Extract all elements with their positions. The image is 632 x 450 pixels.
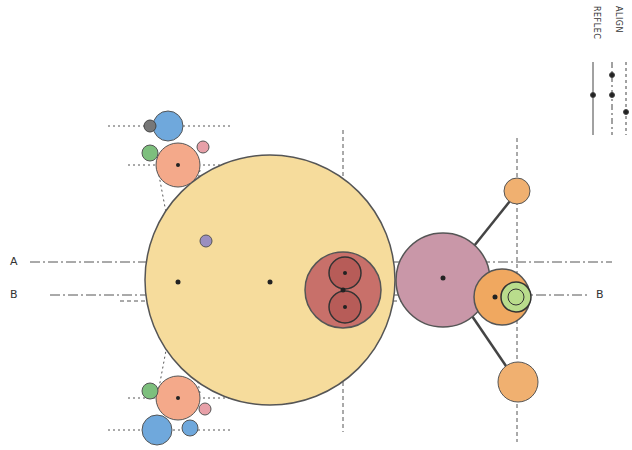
ear-dot [142, 383, 158, 399]
ear-circle [153, 111, 183, 141]
center-dot [176, 396, 180, 400]
legend-sample-line [593, 62, 594, 135]
hand-circle [504, 178, 530, 204]
axis-label: A [10, 256, 18, 267]
base-inner-circle [501, 282, 531, 312]
ear-dot [144, 120, 156, 132]
legend-sample-dot [610, 73, 615, 78]
legend-sample-dot [624, 110, 629, 115]
legend-text: REFLEC [592, 6, 600, 39]
torso-circle [396, 233, 490, 327]
dot-circle [200, 235, 212, 247]
axis-label: B [596, 289, 604, 300]
legend-sample-line [626, 62, 627, 135]
center-dot [343, 271, 347, 275]
center-dot [343, 305, 347, 309]
ear-dot [142, 145, 158, 161]
legend-sample-dot [591, 93, 596, 98]
center-dot [341, 288, 346, 293]
body-circle [145, 155, 395, 405]
center-dot [176, 163, 180, 167]
base-circle [474, 269, 530, 325]
arm-line [474, 201, 510, 246]
ear-dot [199, 403, 211, 415]
center-dot [176, 280, 181, 285]
center-dot [441, 276, 446, 281]
ear-dot [182, 420, 198, 436]
base-ring [508, 289, 524, 305]
eye-circle [329, 291, 361, 323]
legend-text: ALIGN [614, 6, 622, 33]
head-circle [305, 252, 381, 328]
hand-circle [498, 362, 538, 402]
ear-circle [156, 143, 200, 187]
legend-sample-dot [610, 93, 615, 98]
ear-circle [156, 376, 200, 420]
axis-label: B [10, 289, 18, 300]
ear-circle [142, 415, 172, 445]
eye-circle [329, 257, 361, 289]
center-dot [268, 280, 273, 285]
ear-dot [197, 141, 209, 153]
center-dot [493, 295, 498, 300]
